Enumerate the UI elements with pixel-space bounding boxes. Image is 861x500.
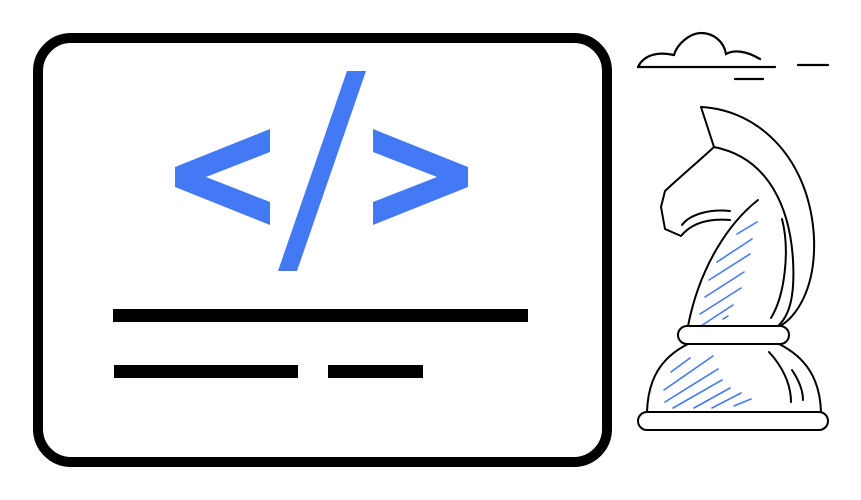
knight-head-hatching (699, 221, 758, 327)
left-chevron-icon (175, 129, 270, 225)
slash-icon (278, 71, 366, 271)
right-chevron-icon (373, 129, 468, 225)
text-line-short-1 (114, 365, 298, 378)
knight-base-hatching (663, 355, 752, 409)
text-line-long (113, 309, 528, 322)
code-card (33, 33, 612, 467)
text-line-short-2 (328, 365, 423, 378)
